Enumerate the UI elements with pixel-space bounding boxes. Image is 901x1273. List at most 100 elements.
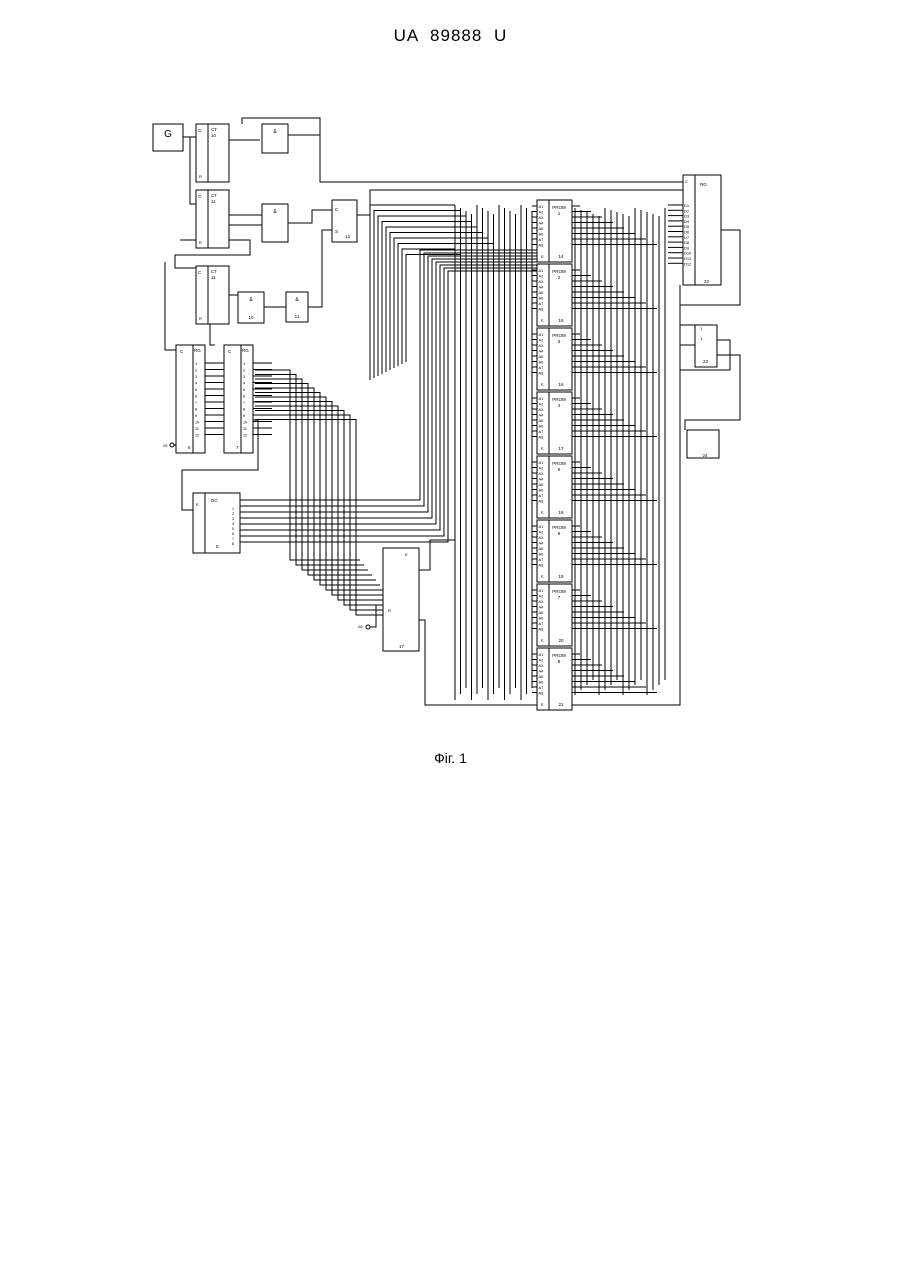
prom-pin-label: A6: [539, 360, 545, 365]
prom-type-label: PROM: [552, 589, 566, 594]
prom-pin-label: A1: [539, 204, 545, 209]
prom-pin-label: A6: [539, 424, 545, 429]
output-register-pin: D4: [684, 219, 690, 224]
output-register-number: 22: [704, 279, 710, 284]
left-register-pin: 5: [195, 388, 197, 392]
prom-pin-label: A8: [539, 627, 545, 632]
blocks: [153, 124, 721, 710]
left-register-type: RG: [194, 348, 201, 353]
prom-pin-label: A7: [539, 621, 545, 626]
prom-type-label: PROM: [552, 461, 566, 466]
left-register-pin: 6: [243, 395, 245, 399]
decoder-pin: 6: [232, 532, 234, 536]
prom-pin-label: A1: [539, 332, 545, 337]
prom-pin-label: A3: [539, 535, 545, 540]
prom-pin-label: A6: [539, 296, 545, 301]
prom-pin-label: A1: [539, 396, 545, 401]
lower-block: [383, 548, 419, 651]
decoder-pin-column: [193, 493, 205, 553]
prom-enable-label: E: [541, 318, 544, 323]
prom-type-label: PROM: [552, 525, 566, 530]
left-register-type: RG: [242, 348, 249, 353]
prom-number-label: 17: [558, 446, 564, 451]
right-trigger-number: 23: [703, 359, 709, 364]
counter-type: CT: [211, 127, 217, 132]
left-register-pin: 9: [195, 414, 197, 418]
left-register-pin: 3: [243, 375, 245, 379]
output-register-pin: D1: [684, 203, 690, 208]
left-register-pin: 4: [243, 382, 245, 386]
prom-pin-label: A6: [539, 232, 545, 237]
left-register-pin: 7: [195, 401, 197, 405]
prom-pin-label: A8: [539, 499, 545, 504]
prom-number-label: 21: [558, 702, 564, 707]
decoder-enable: E: [196, 502, 199, 507]
input-26-terminal: [366, 625, 370, 629]
prom-pin-label: A7: [539, 365, 545, 370]
decoder-pin: 4: [232, 522, 234, 526]
decoder-pin: 1: [232, 507, 234, 511]
prom-type-label: PROM: [552, 333, 566, 338]
left-register-pin: 4: [195, 382, 197, 386]
prom-enable-label: E: [541, 254, 544, 259]
prom-pin-label: A1: [539, 524, 545, 529]
left-register-pin: 1: [195, 362, 197, 366]
prom-type-label: PROM: [552, 205, 566, 210]
prom-pin-label: A4: [539, 285, 545, 290]
prom-number-label: 18: [558, 510, 564, 515]
counter-reset: R: [199, 316, 202, 321]
prom-pin-label: A8: [539, 563, 545, 568]
prom-pin-label: A3: [539, 343, 545, 348]
prom-pin-label: A5: [539, 546, 545, 551]
prom-pin-label: A4: [539, 221, 545, 226]
prom-pin-label: A5: [539, 482, 545, 487]
prom-pin-label: A4: [539, 477, 545, 482]
prom-enable-label: E: [541, 446, 544, 451]
prom-pin-label: A3: [539, 215, 545, 220]
left-register-pin: 1: [243, 362, 245, 366]
prom-pin-label: A5: [539, 290, 545, 295]
input-25-terminal: [170, 443, 174, 447]
prom-pin-label: A2: [539, 466, 545, 471]
left-register-pin: 2: [243, 369, 245, 373]
prom-pin-label: A2: [539, 210, 545, 215]
prom-pin-label: A3: [539, 471, 545, 476]
prom-pin-label: A6: [539, 680, 545, 685]
output-register-pin: D6: [684, 230, 690, 235]
trigger-number: 13: [345, 234, 351, 239]
lower-block-number: 17: [399, 644, 405, 649]
prom-pin-label: A3: [539, 279, 545, 284]
left-register-pin: 8: [195, 408, 197, 412]
left-register-pin: 11: [195, 427, 199, 431]
left-register-pin: 5: [243, 388, 245, 392]
left-register-pin: 2: [195, 369, 197, 373]
output-register-pin: D3: [684, 214, 690, 219]
prom-pin-label: A7: [539, 557, 545, 562]
prom-pin-label: A2: [539, 402, 545, 407]
prom-pin-label: A2: [539, 338, 545, 343]
gate-number: 11: [295, 314, 300, 319]
prom-pin-label: A8: [539, 371, 545, 376]
generator-label: G: [164, 129, 172, 140]
counter-number: 11: [211, 275, 216, 280]
output-register-type: RG: [700, 182, 707, 187]
prom-number-label: 20: [558, 638, 564, 643]
prom-pin-label: A8: [539, 435, 545, 440]
figure-caption: Фіг. 1: [0, 750, 901, 766]
prom-pin-label: A5: [539, 418, 545, 423]
prom-pin-label: A8: [539, 691, 545, 696]
counter-type: CT: [211, 269, 217, 274]
output-register-pin: D11: [684, 256, 692, 261]
input-26-label: 26: [358, 624, 363, 629]
counter-number: 10: [211, 133, 217, 138]
left-register-pin: 7: [243, 401, 245, 405]
prom-type-label: PROM: [552, 653, 566, 658]
prom-pin-label: A6: [539, 488, 545, 493]
lower-block-pin: E: [405, 552, 408, 557]
decoder-pin: 3: [232, 517, 234, 521]
prom-pin-label: A6: [539, 616, 545, 621]
prom-number-label: 16: [558, 382, 564, 387]
output-register-pin: D10: [684, 251, 692, 256]
prom-pin-label: A1: [539, 460, 545, 465]
